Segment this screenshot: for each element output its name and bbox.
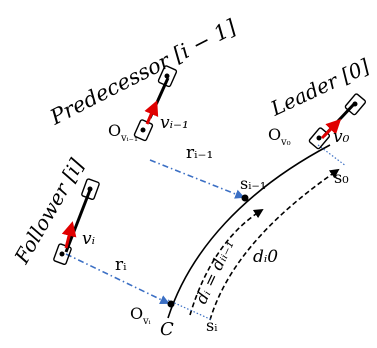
r-prev-vector <box>149 159 245 199</box>
leader-origin-sub: v₀ <box>280 137 291 148</box>
leader-velocity-arrow <box>320 118 342 140</box>
predecessor-title: Predecessor [i − 1] <box>45 15 240 130</box>
point-si-1 <box>241 194 249 202</box>
di0-label: dᵢ0 <box>253 247 278 267</box>
leader-origin: O <box>268 125 281 144</box>
r-i-vector <box>65 253 170 305</box>
s0-label: s₀ <box>334 168 349 187</box>
follower-origin-sub: vᵢ <box>142 316 151 327</box>
r-prev-label: rᵢ₋₁ <box>186 143 213 163</box>
predecessor-origin: O <box>108 121 121 140</box>
curve-c-label: C <box>160 319 174 340</box>
leader-vehicle <box>308 93 367 150</box>
leader-velocity-label: v₀ <box>333 127 350 147</box>
span-si <box>167 299 213 321</box>
reference-path-curve <box>167 144 331 319</box>
predecessor-origin-sub: vᵢ₋₁ <box>120 133 138 144</box>
follower-vehicle <box>53 178 100 265</box>
follower-velocity-arrow <box>61 221 77 249</box>
r-i-label: rᵢ <box>115 255 127 275</box>
predecessor-velocity-label: vᵢ₋₁ <box>160 113 189 133</box>
distance-di-arrow <box>189 208 264 316</box>
follower-title: Follower [i] <box>9 154 89 268</box>
follower-origin: O <box>130 304 143 323</box>
s-prev-label: sᵢ₋₁ <box>240 174 266 193</box>
leader-title: Leader [0] <box>266 54 373 121</box>
si-label: sᵢ <box>206 316 217 335</box>
distance-di0-arrow <box>209 168 340 321</box>
predecessor-velocity-arrow <box>144 100 159 125</box>
di-label: dᵢ = dᵢᵢ₋₁ <box>191 237 237 307</box>
predecessor-vehicle <box>133 65 178 142</box>
follower-velocity-label: vᵢ <box>82 229 95 249</box>
span-s0 <box>317 144 347 167</box>
point-si <box>167 300 175 308</box>
